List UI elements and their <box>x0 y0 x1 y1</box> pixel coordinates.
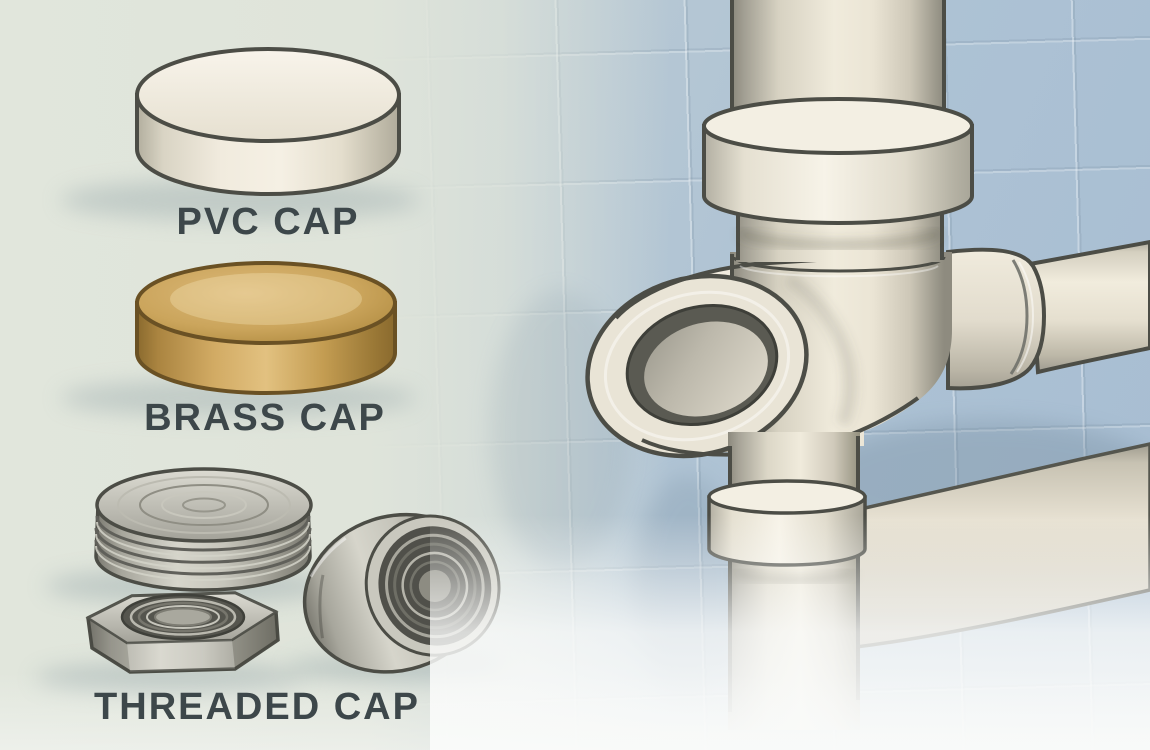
tee-mouth-rim-highlight <box>603 290 791 442</box>
pvc-cap-top <box>135 47 401 143</box>
brass-cap <box>60 261 416 417</box>
threaded-cap-label: THREADED CAP <box>94 686 420 728</box>
pvc-cap-label: PVC CAP <box>176 201 360 243</box>
hex-nut <box>85 591 280 674</box>
tee-mouth-inner-lining <box>644 321 768 417</box>
horizontal-pipe-body <box>1027 239 1150 375</box>
brass-cap-top <box>135 261 397 345</box>
arm-top-outline <box>614 256 849 320</box>
tee-underside-outline <box>851 396 920 436</box>
threaded-plug-top <box>95 467 313 543</box>
brass-cap-sheen <box>170 273 362 325</box>
bottom-mist-wide <box>0 672 1150 750</box>
tee-socket-hub <box>946 247 1047 391</box>
threaded-plug <box>94 467 313 592</box>
tee-top-joint-highlight <box>739 265 939 278</box>
tee-top-joint-line <box>732 256 946 273</box>
horizontal-pipe-right <box>1027 239 1150 375</box>
tee-mouth <box>585 273 809 459</box>
pvc-cap <box>60 47 420 221</box>
brass-cap-label: BRASS CAP <box>144 397 386 439</box>
coupling-collar-upper <box>702 97 974 225</box>
cap-catalog <box>35 47 508 694</box>
